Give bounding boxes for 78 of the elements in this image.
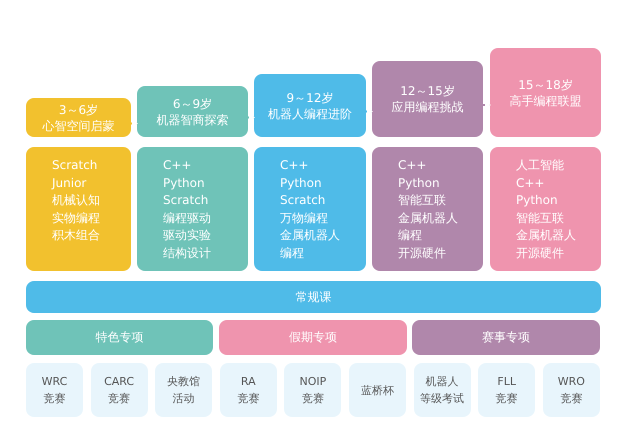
tile-text: 竞赛: [302, 391, 324, 407]
course-card: [26, 147, 131, 271]
course-bar: [26, 281, 601, 313]
tile-text: CARC: [104, 374, 134, 390]
course-item: Python: [163, 174, 206, 192]
course-item: C++: [398, 157, 428, 174]
tile-text: WRC: [42, 374, 68, 390]
course-card: [490, 147, 601, 271]
stage-text: 6～9岁: [172, 96, 212, 112]
course-card: [137, 147, 248, 271]
course-item: 驱动实验: [163, 227, 212, 244]
tile-text: 活动: [172, 391, 195, 407]
tile-text: NOIP: [300, 374, 326, 390]
stage-text: 12～15岁: [400, 83, 455, 99]
course-item: 金属机器人: [280, 227, 341, 244]
course-item: 编程驱动: [163, 210, 212, 227]
course-item: Python: [280, 174, 323, 192]
course-item: Scratch: [52, 157, 98, 174]
course-item: C++: [516, 174, 546, 192]
course-item: 积木组合: [52, 227, 101, 244]
course-item: 编程: [280, 244, 305, 262]
course-item: 开源硬件: [398, 244, 447, 262]
course-item: Junior: [52, 174, 88, 192]
course-item: 开源硬件: [516, 244, 565, 262]
tile-text: 机器人: [426, 374, 459, 390]
stage-header: [254, 74, 366, 137]
course-item: C++: [163, 157, 192, 174]
stage-text: 15～18岁: [518, 76, 573, 92]
course-item: C++: [280, 157, 310, 174]
course-item: 金属机器人: [398, 210, 459, 227]
course-item: 万物编程: [280, 210, 329, 227]
course-item: 结构设计: [163, 244, 212, 262]
category-bar: [26, 320, 213, 355]
course-card: [372, 147, 483, 271]
arrow: [483, 101, 491, 109]
category-bar: [412, 320, 600, 355]
tile-text: 常规课: [296, 288, 332, 306]
course-item: Python: [516, 192, 559, 210]
course-card: [254, 147, 366, 271]
stage-header: [372, 61, 483, 137]
tile-text: 等级考试: [420, 391, 464, 407]
course-item: Scratch: [280, 192, 326, 210]
arrow: [366, 108, 373, 116]
course-item: Python: [398, 174, 441, 192]
course-item: 金属机器人: [516, 227, 577, 244]
stage-text: 心智空间启蒙: [42, 118, 114, 134]
tile-text: 竞赛: [496, 391, 518, 407]
stage-text: 应用编程挑战: [392, 99, 464, 115]
stage-text: 3～6岁: [58, 102, 98, 118]
tile-text: 赛事专项: [482, 329, 530, 346]
stage-text: 机器智商探索: [156, 112, 228, 128]
stage-text: 机器人编程进阶: [268, 106, 352, 122]
stage-header: [26, 98, 131, 137]
tile-text: 蓝桥杯: [361, 382, 394, 398]
tile-text: 竞赛: [237, 391, 260, 407]
course-item: 编程: [398, 227, 423, 244]
tile-text: 特色专项: [96, 329, 144, 346]
course-item: 智能互联: [516, 210, 565, 227]
tile-text: 竞赛: [108, 391, 130, 407]
tile-text: FLL: [497, 374, 516, 390]
tile-text: WRO: [558, 374, 585, 390]
course-item: Scratch: [163, 192, 210, 210]
stage-text: 高手编程联盟: [510, 92, 582, 108]
stage-text: 9～12岁: [286, 90, 334, 106]
course-item: 智能互联: [398, 192, 447, 210]
arrow: [131, 120, 138, 128]
tile-text: 竞赛: [44, 391, 66, 407]
course-item: 机械认知: [52, 192, 101, 210]
arrow: [248, 114, 255, 122]
category-bar: [219, 320, 407, 355]
tile-text: RA: [240, 374, 256, 390]
tile-text: 央教馆: [167, 374, 200, 390]
tile-text: 假期专项: [289, 329, 337, 346]
course-item: 人工智能: [516, 157, 565, 174]
stage-header: [490, 48, 601, 137]
course-item: 实物编程: [52, 210, 101, 227]
tile-text: 竞赛: [560, 391, 582, 407]
stage-header: [137, 86, 248, 137]
